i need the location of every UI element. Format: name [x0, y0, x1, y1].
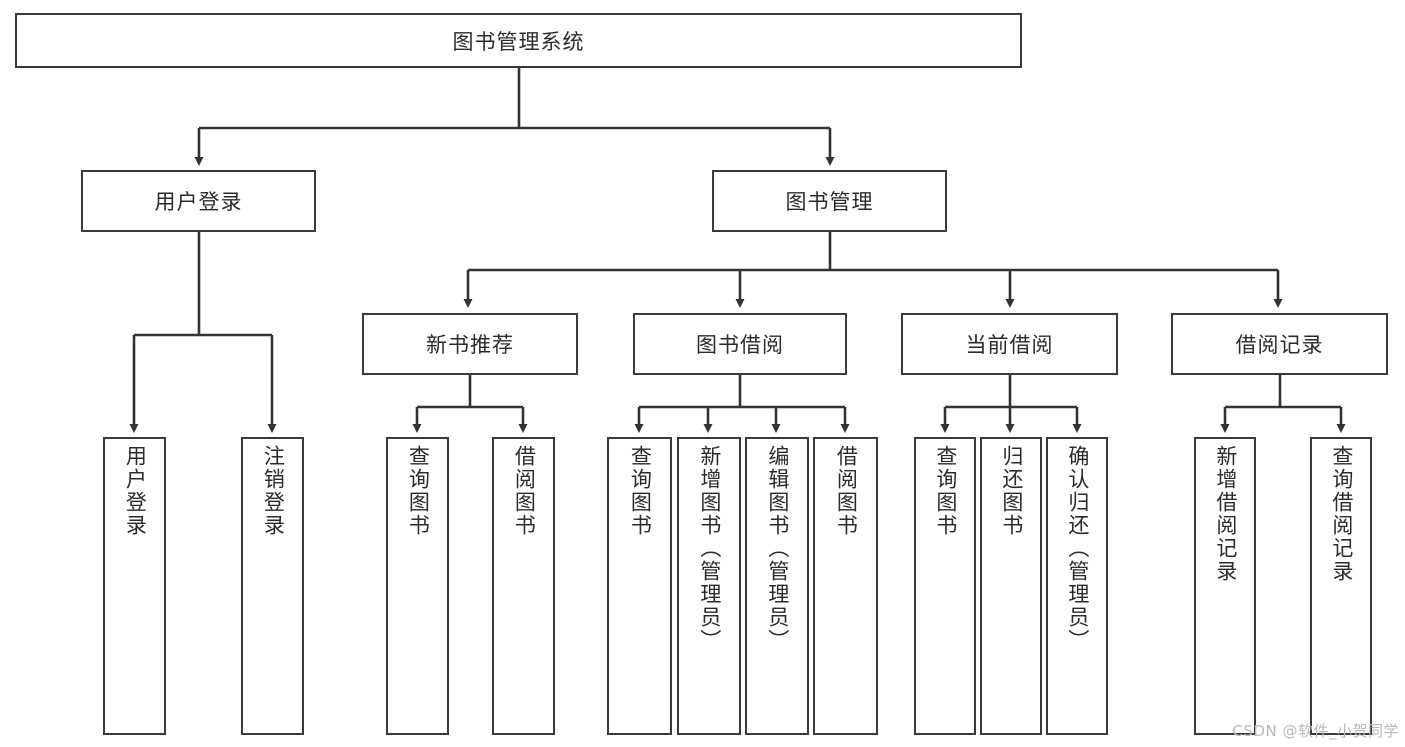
node-leaf-query-book-borrow[interactable]: 查询图书 — [607, 437, 672, 735]
node-user-login[interactable]: 用户登录 — [81, 170, 316, 232]
node-label: 查询图书 — [933, 445, 958, 537]
node-book-management[interactable]: 图书管理 — [712, 170, 947, 232]
node-label: 归还图书 — [999, 445, 1024, 537]
node-leaf-query-book-recommend[interactable]: 查询图书 — [386, 437, 449, 735]
node-leaf-query-borrow-record[interactable]: 查询借阅记录 — [1310, 437, 1372, 735]
node-label: 新增借阅记录 — [1213, 445, 1238, 583]
node-label: 注销登录 — [261, 445, 286, 537]
node-label: 用户登录 — [123, 445, 148, 537]
node-root-system[interactable]: 图书管理系统 — [15, 13, 1022, 68]
node-leaf-return-book[interactable]: 归还图书 — [980, 437, 1042, 735]
node-borrow-record[interactable]: 借阅记录 — [1171, 313, 1388, 375]
node-leaf-borrow-book-recommend[interactable]: 借阅图书 — [492, 437, 555, 735]
node-leaf-edit-book[interactable]: 编辑图书（管理员） — [745, 437, 809, 735]
node-label: 查询借阅记录 — [1329, 445, 1354, 583]
node-label: 查询图书 — [406, 445, 431, 537]
node-new-book-recommend[interactable]: 新书推荐 — [362, 313, 578, 375]
node-label: 查询图书 — [628, 445, 653, 537]
node-leaf-user-login[interactable]: 用户登录 — [103, 437, 166, 735]
node-leaf-add-book[interactable]: 新增图书（管理员） — [677, 437, 741, 735]
node-leaf-add-borrow-record[interactable]: 新增借阅记录 — [1194, 437, 1256, 735]
node-current-borrow[interactable]: 当前借阅 — [901, 313, 1118, 375]
node-leaf-query-book-current[interactable]: 查询图书 — [914, 437, 976, 735]
node-book-borrow[interactable]: 图书借阅 — [633, 313, 847, 375]
node-label: 编辑图书（管理员） — [765, 445, 790, 652]
node-label: 借阅图书 — [512, 445, 537, 537]
node-leaf-confirm-return[interactable]: 确认归还（管理员） — [1046, 437, 1108, 735]
node-leaf-borrow-book[interactable]: 借阅图书 — [813, 437, 878, 735]
node-label: 新增图书（管理员） — [697, 445, 722, 652]
node-label: 借阅图书 — [834, 445, 859, 537]
node-leaf-user-logout[interactable]: 注销登录 — [241, 437, 304, 735]
node-label: 确认归还（管理员） — [1065, 445, 1090, 652]
watermark-text: CSDN @软件_小贺同学 — [1232, 722, 1399, 740]
